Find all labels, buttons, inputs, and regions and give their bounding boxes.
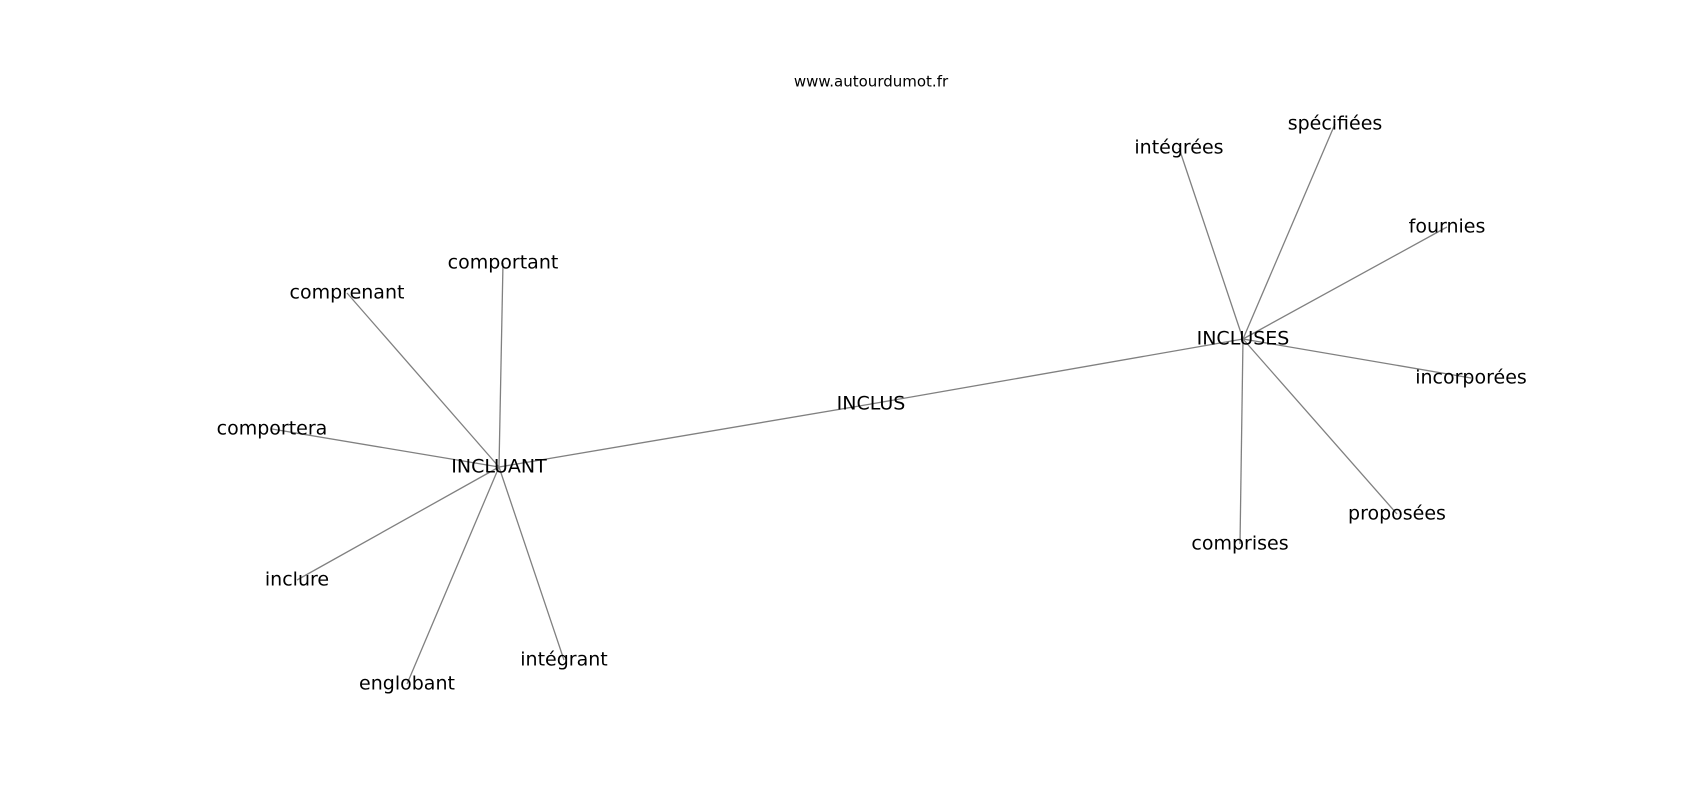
edge-incluses-comprises <box>1239 338 1244 545</box>
node-label-integrees[interactable]: intégrées <box>1134 137 1223 159</box>
node-label-comportera[interactable]: comportera <box>217 418 328 440</box>
edge-incluses-proposees <box>1242 338 1398 515</box>
node-label-proposees[interactable]: proposées <box>1348 503 1446 525</box>
edge-incluant-englobant <box>406 466 500 685</box>
edge-incluant-inclure <box>296 466 500 581</box>
edge-inclus-incluant <box>498 403 872 468</box>
site-watermark: www.autourdumot.fr <box>794 73 949 91</box>
edge-incluant-comportera <box>271 428 500 468</box>
node-label-incluses[interactable]: INCLUSES <box>1197 328 1290 350</box>
edge-inclus-incluses <box>870 338 1244 405</box>
edge-incluses-specifiees <box>1242 123 1336 340</box>
node-label-incorporees[interactable]: incorporées <box>1415 367 1527 389</box>
graph-edges <box>271 123 1472 685</box>
edge-incluant-integrant <box>498 466 565 661</box>
node-label-englobant[interactable]: englobant <box>359 673 455 695</box>
edge-incluses-integrees <box>1178 147 1244 340</box>
node-label-comprises[interactable]: comprises <box>1191 533 1288 555</box>
node-label-specifiees[interactable]: spécifiées <box>1288 113 1383 135</box>
graph-node-labels: INCLUS INCLUANT INCLUSES comportant comprena… <box>217 113 1527 695</box>
node-label-fournies[interactable]: fournies <box>1409 216 1486 238</box>
edge-incluant-comportant <box>498 262 504 468</box>
edge-incluses-fournies <box>1242 226 1448 340</box>
node-label-inclus[interactable]: INCLUS <box>837 393 906 415</box>
edge-incluant-comprenant <box>346 292 500 468</box>
edge-incluses-incorporees <box>1242 338 1472 379</box>
node-label-comprenant[interactable]: comprenant <box>290 282 405 304</box>
node-label-comportant[interactable]: comportant <box>448 252 559 274</box>
node-label-integrant[interactable]: intégrant <box>520 649 607 671</box>
node-label-inclure[interactable]: inclure <box>265 569 329 591</box>
node-label-incluant[interactable]: INCLUANT <box>451 456 547 478</box>
